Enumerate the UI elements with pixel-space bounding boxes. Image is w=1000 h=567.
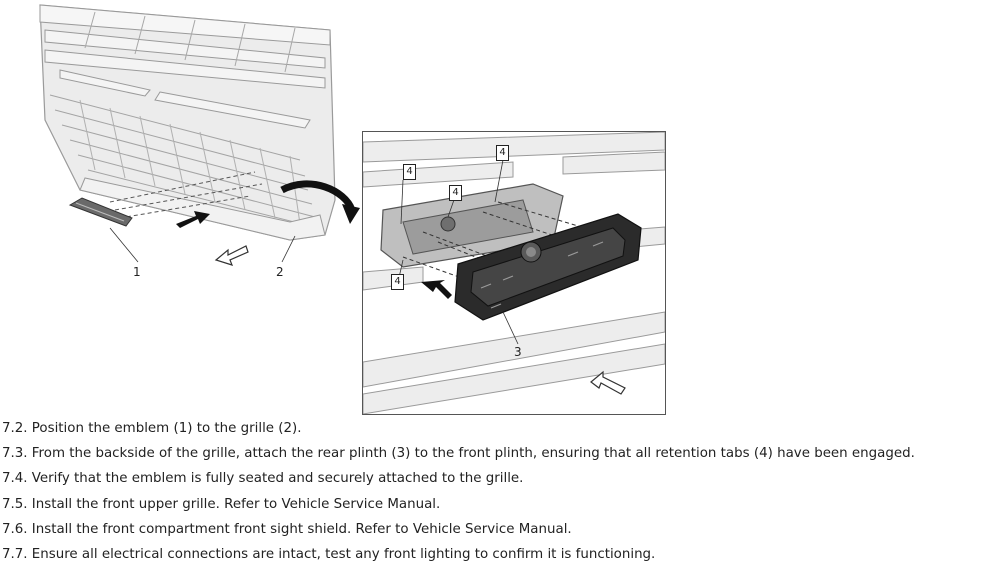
step-7-4: 7.4. Verify that the emblem is fully sea… (2, 471, 524, 487)
step-7-5: 7.5. Install the front upper grille. Ref… (2, 496, 441, 512)
emblem-part (68, 197, 133, 227)
retention-tab-callout: 4 (391, 274, 404, 290)
grille-emblem-illustration: 1 2 (0, 0, 360, 300)
retention-tab-callout: 4 (403, 164, 416, 180)
grille-callout: 2 (276, 265, 284, 279)
step-7-3: 7.3. From the backside of the grille, at… (2, 446, 915, 462)
emblem-callout: 1 (133, 265, 141, 279)
retention-tab-callout: 4 (496, 145, 509, 161)
step-7-2: 7.2. Position the emblem (1) to the gril… (2, 421, 302, 436)
instruction-steps: 7.2. Position the emblem (1) to the gril… (2, 416, 1000, 567)
step-7-7: 7.7. Ensure all electrical connections a… (2, 546, 656, 562)
step-7-6: 7.6. Install the front compartment front… (2, 521, 572, 537)
retention-tab-callout: 4 (449, 185, 462, 201)
rear-plinth-part (454, 213, 642, 321)
rear-plinth-callout: 3 (514, 345, 522, 359)
plinth-detail-view: 3 4 4 4 4 (362, 131, 666, 415)
plinth-drawing (363, 132, 665, 414)
grille-drawing (39, 4, 360, 266)
